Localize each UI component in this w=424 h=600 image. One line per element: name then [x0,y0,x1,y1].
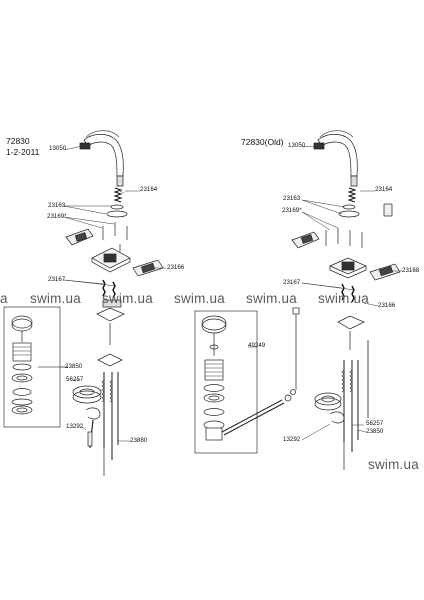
part-label: 23164 [140,186,158,193]
left-leader-lines [60,145,166,442]
part-label: 13292 [66,423,84,430]
part-label: 23880 [130,437,148,444]
part-label: 23166 [378,302,396,309]
right-assembly [194,130,401,470]
part-label: 23164 [375,186,393,193]
part-label: 13050 [288,142,306,149]
part-label: 23168 [402,267,420,274]
watermark: swim.ua [30,291,81,306]
right-model-number: 72830(Old) [241,137,284,147]
part-label: 56257 [366,420,384,427]
part-label: 49249 [248,342,266,349]
watermark: swim.ua [368,457,419,472]
part-label: 23167 [48,276,66,283]
part-label: 23163 [48,202,66,209]
part-label: 23169* [282,207,302,214]
watermark: swim.ua [246,291,297,306]
left-date: 1-2-2011 [6,147,40,157]
part-label: 13292 [283,436,301,443]
part-label: 23167 [283,279,301,286]
watermark: swim.ua [102,291,153,306]
watermark: swim.ua [318,291,369,306]
part-label: 23850 [65,363,83,370]
right-leader-lines [248,145,402,441]
watermark: a [0,291,8,306]
left-assembly [3,130,164,476]
part-label: 23163 [283,195,301,202]
part-label: 23850 [366,428,384,435]
part-label: 13050 [49,145,67,152]
part-label: 23166 [167,264,185,271]
part-label: 23169* [47,213,67,220]
watermark: swim.ua [174,291,225,306]
left-model-number: 72830 [6,136,30,146]
part-label: 56257 [66,376,84,383]
